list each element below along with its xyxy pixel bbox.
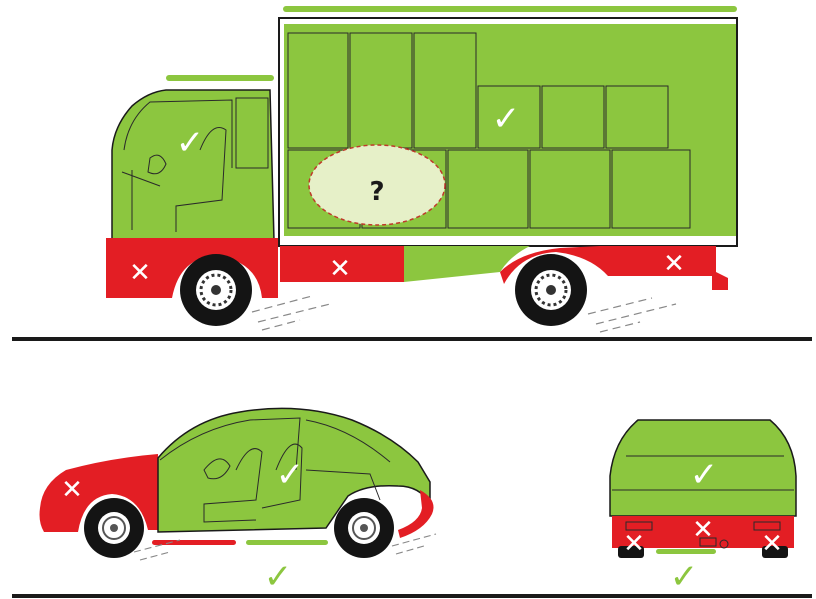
car-side: ✕ ✓ ✓ — [40, 408, 437, 597]
truck-front-wheel — [180, 254, 252, 326]
truck-cab-body — [112, 90, 274, 240]
car-rear-wheel — [334, 498, 394, 558]
truck-cargo-upper-mark: ✓ — [492, 99, 521, 139]
truck-rear-lower-mark: ✕ — [663, 249, 685, 279]
car-floor-red-strip — [152, 540, 236, 545]
car-rear-bumper-left-mark: ✕ — [623, 529, 645, 559]
car-cabin-mark: ✓ — [276, 455, 305, 495]
truck-front-lower-mark: ✕ — [129, 258, 151, 288]
truck-motion-lines — [252, 296, 676, 332]
car-floor-green-strip — [246, 540, 328, 545]
truck-middle-lower-mark: ✕ — [329, 254, 351, 284]
car-floor-mark: ✓ — [264, 557, 293, 597]
car-rear-floor-strip — [656, 549, 716, 554]
ground-line-bottom — [12, 594, 812, 598]
truck-rear-wheel — [515, 254, 587, 326]
car-rear: ✓ ✕ ✕ ✕ ✓ — [610, 420, 796, 597]
car-rear-floor-mark: ✓ — [670, 557, 699, 597]
car-front-wheel — [84, 498, 144, 558]
car-rear-bumper-right-mark: ✕ — [761, 529, 783, 559]
ground-line-top — [12, 337, 812, 341]
car-rear-bumper — [398, 490, 434, 538]
truck-cab-roof-bar — [166, 75, 274, 81]
car-hood-mark: ✕ — [61, 475, 83, 505]
truck-cargo-roof-bar — [283, 6, 737, 12]
truck-cab-mark: ✓ — [176, 123, 205, 163]
car-rear-body-mark: ✓ — [690, 455, 719, 495]
truck-unknown-mark: ? — [369, 177, 384, 207]
car-rear-bumper-center-mark: ✕ — [692, 515, 714, 545]
truck: ✓ ✓ ? ✕ ✕ ✕ — [106, 6, 737, 332]
